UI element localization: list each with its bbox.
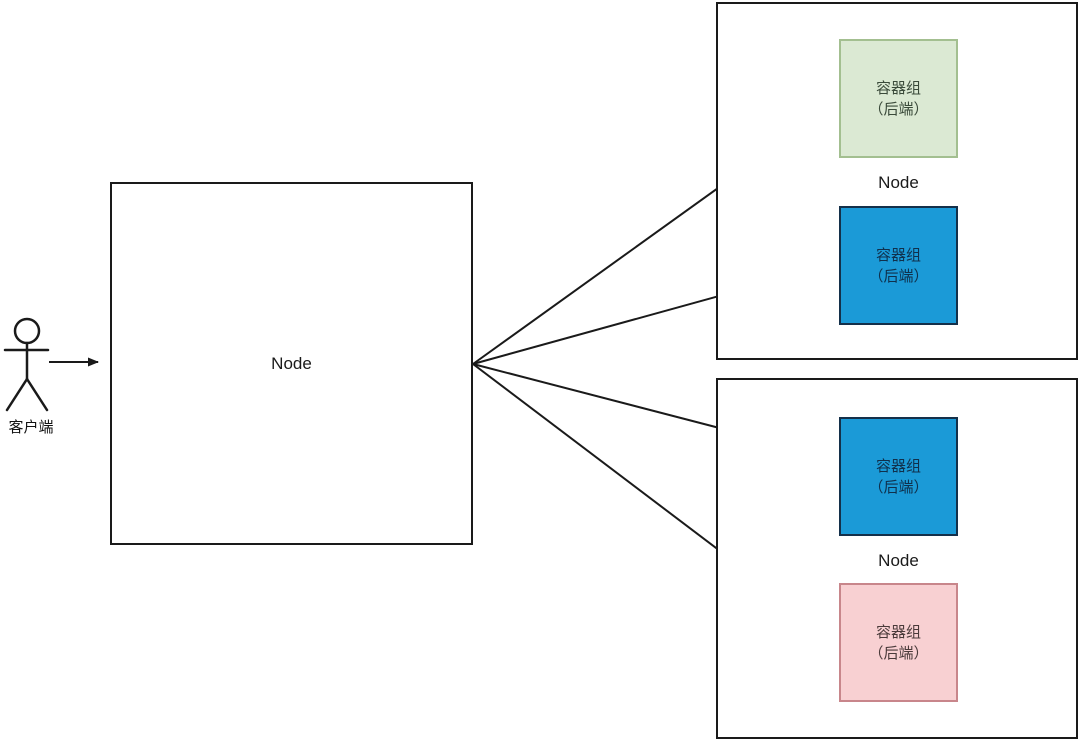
actor-head [13,317,41,345]
node-main-label: Node [271,353,312,373]
pod-label-line1: 容器组 [875,246,921,264]
pod-label-line1: 容器组 [875,79,921,97]
actor-right-leg [25,377,49,412]
client-actor-icon [3,317,50,412]
pod-label-line2: （后端） [868,478,929,496]
pod-backend-green: 容器组 （后端） [839,39,958,158]
node-box-main: Node [110,182,473,545]
pod-label-line2: （后端） [868,644,929,662]
worker-node-label-bottom: Node [878,551,919,570]
pod-label-line2: （后端） [868,267,929,285]
pod-backend-pink: 容器组 （后端） [839,583,958,702]
pod-label-line2: （后端） [868,100,929,118]
client-label: 客户端 [8,419,54,436]
pod-backend-blue-top: 容器组 （后端） [839,206,958,325]
pod-label-line1: 容器组 [875,623,921,641]
worker-node-label-top: Node [878,173,919,192]
actor-left-leg [5,377,29,412]
pod-label-line1: 容器组 [875,457,921,475]
pod-backend-blue-bottom: 容器组 （后端） [839,417,958,536]
